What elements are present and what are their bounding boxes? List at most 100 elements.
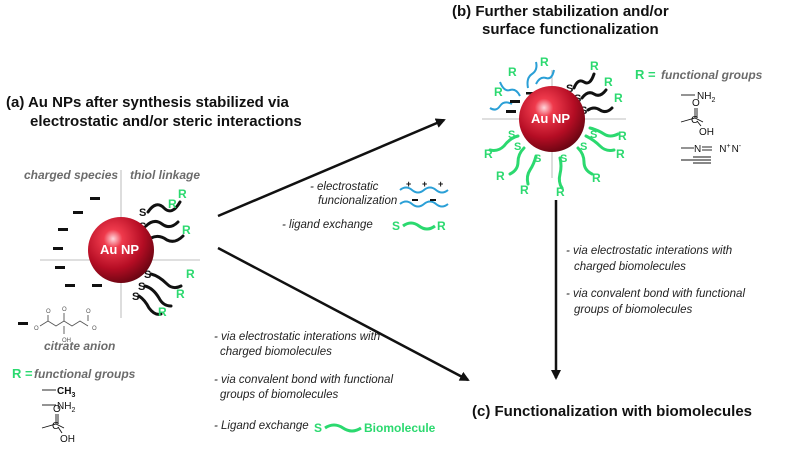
- svg-text:S: S: [534, 153, 541, 165]
- svg-text:S: S: [138, 281, 145, 293]
- green-ligands-b: [488, 126, 620, 190]
- svg-text:S: S: [139, 207, 146, 219]
- note-ac-5: - Ligand exchange: [214, 420, 309, 432]
- functional-groups-label-a: functional groups: [34, 367, 136, 381]
- note-bc-3: - via convalent bond with functional: [566, 288, 745, 300]
- arrow-a-to-c: [217, 246, 470, 382]
- blue-ligand-icons: [399, 186, 449, 208]
- svg-text:R: R: [604, 75, 613, 89]
- biomolecule-ligand-icon: [324, 423, 362, 433]
- svg-text:O: O: [46, 309, 51, 315]
- group-ch3: CH3: [57, 386, 75, 399]
- note-ac-1: - via electrostatic interations with: [214, 331, 380, 343]
- np-label-b: Au NP: [531, 111, 570, 126]
- r-labels-b: R R R R R R R R R R R R R: [484, 55, 627, 199]
- note-ac-4: groups of biomolecules: [220, 389, 339, 401]
- svg-text:S: S: [514, 141, 521, 153]
- r-labels-a: R R R R R R: [158, 187, 195, 319]
- group-nh2: NH2: [57, 401, 75, 414]
- svg-text:R: R: [616, 147, 625, 161]
- svg-text:R: R: [168, 197, 177, 211]
- svg-text:R: R: [494, 85, 503, 99]
- citrate-charge-bar: [18, 322, 28, 325]
- svg-text:R: R: [508, 65, 517, 79]
- svg-text:R: R: [590, 59, 599, 73]
- svg-text:R: R: [178, 187, 187, 201]
- group-b-cooh-c: C: [691, 115, 698, 126]
- panel-c-title: (c) Functionalization with biomolecules: [472, 403, 752, 420]
- biomolecule-s: S: [314, 421, 322, 435]
- negative-charges-a: [53, 197, 102, 287]
- ligand-s: S: [392, 219, 400, 233]
- group-cooh-c: C: [52, 421, 59, 432]
- note-ac-2: charged biomolecules: [220, 346, 332, 358]
- svg-text:R: R: [182, 223, 191, 237]
- panel-b-title-line2: surface functionalization: [482, 21, 659, 38]
- svg-text:S: S: [580, 141, 587, 153]
- green-s-b: S S S S S S: [508, 129, 597, 165]
- gold-nanoparticle-a: [88, 217, 154, 283]
- svg-text:O: O: [34, 326, 39, 332]
- thiol-ligands-b: [572, 72, 614, 114]
- panel-b-title-line1: (b) Further stabilization and/or: [452, 3, 669, 20]
- svg-text:R: R: [186, 267, 195, 281]
- citrate-anion-label: citrate anion: [44, 339, 115, 353]
- svg-text:R: R: [614, 91, 623, 105]
- citrate-atoms: O O O O O OH: [34, 307, 97, 344]
- svg-text:R: R: [618, 129, 627, 143]
- svg-text:S: S: [566, 83, 573, 95]
- svg-text:+: +: [422, 179, 427, 189]
- svg-text:R: R: [592, 171, 601, 185]
- svg-text:R: R: [176, 287, 185, 301]
- biomolecule-label: Biomolecule: [364, 421, 436, 435]
- svg-text:O: O: [92, 326, 97, 332]
- note-electrostatic-2: funcionalization: [318, 195, 397, 207]
- charged-species-label: charged species: [24, 168, 118, 182]
- citrate-structure-icon: [39, 313, 89, 334]
- svg-text:S: S: [132, 291, 139, 303]
- ligand-r: R: [437, 219, 446, 233]
- green-ligand-icon: [402, 221, 436, 231]
- group-cooh-oh: OH: [60, 434, 75, 445]
- note-bc-4: groups of biomolecules: [574, 304, 693, 316]
- panel-a-title-line2: electrostatic and/or steric interactions: [30, 113, 302, 130]
- svg-text:+: +: [406, 179, 411, 189]
- np-label-a: Au NP: [100, 242, 139, 257]
- group-cooh-o: O: [53, 404, 61, 415]
- svg-text:S: S: [508, 129, 515, 141]
- svg-text:R: R: [540, 55, 549, 69]
- functional-groups-b-structures: [680, 94, 712, 164]
- note-electrostatic-1: - electrostatic: [310, 181, 379, 193]
- svg-text:S: S: [144, 269, 151, 281]
- functional-groups-label-b: functional groups: [661, 68, 763, 82]
- svg-text:R: R: [158, 305, 167, 319]
- note-ligand-exchange: - ligand exchange: [282, 219, 373, 231]
- charges-b: [506, 92, 534, 113]
- gold-nanoparticle-b: [519, 86, 585, 152]
- r-equals-b: R =: [635, 67, 656, 82]
- svg-text:R: R: [520, 183, 529, 197]
- functional-groups-a-structures: [41, 389, 65, 434]
- group-b-cooh-oh: OH: [699, 127, 714, 138]
- panel-a-title-line1: (a) Au NPs after synthesis stabilized vi…: [6, 94, 290, 111]
- svg-text:R: R: [484, 147, 493, 161]
- r-equals-a: R =: [12, 366, 33, 381]
- blue-ligand-charges: +++: [406, 179, 443, 201]
- arrow-a-to-b: [217, 118, 446, 218]
- svg-text:OH: OH: [62, 338, 71, 344]
- note-ac-3: - via convalent bond with functional: [214, 374, 393, 386]
- thiol-ligands-a: [137, 200, 185, 316]
- group-b-nh2: NH2: [697, 91, 715, 104]
- thiol-linkage-label: thiol linkage: [130, 168, 200, 182]
- svg-text:O: O: [86, 309, 91, 315]
- blue-ligands-b: [489, 61, 555, 111]
- svg-text:S: S: [590, 129, 597, 141]
- svg-text:R: R: [496, 169, 505, 183]
- note-bc-2: charged biomolecules: [574, 261, 686, 273]
- svg-text:O: O: [62, 307, 67, 313]
- group-b-cooh-o: O: [692, 98, 700, 109]
- svg-text:S: S: [560, 153, 567, 165]
- note-bc-1: - via electrostatic interations with: [566, 245, 732, 257]
